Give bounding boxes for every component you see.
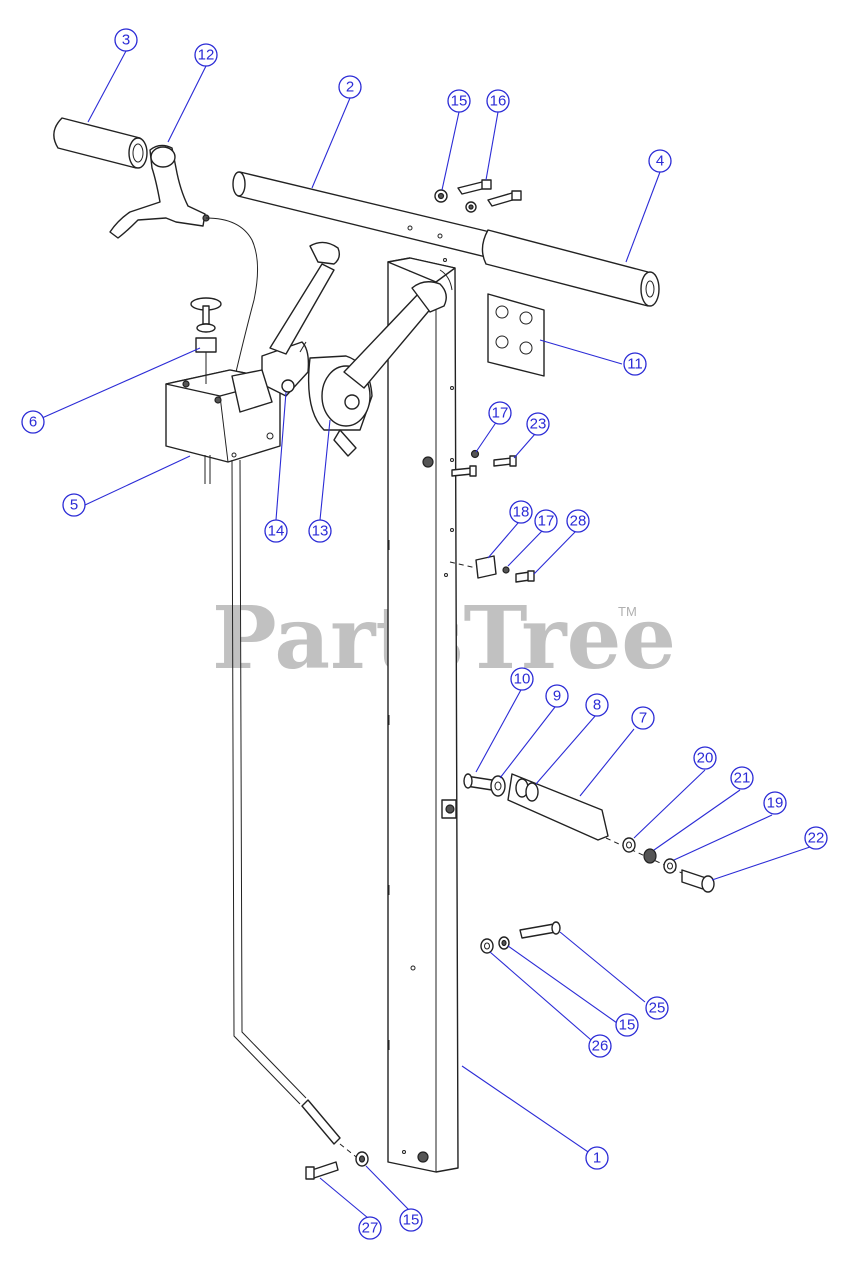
part-6-knob bbox=[190, 297, 222, 384]
callout-label: 10 bbox=[514, 671, 531, 688]
part-1-column bbox=[387, 257, 459, 1173]
callout-17-top: 17 bbox=[488, 401, 512, 425]
callout-8: 8 bbox=[585, 693, 609, 717]
part-4-grip bbox=[481, 229, 660, 307]
callout-5: 5 bbox=[62, 493, 86, 517]
callout-14: 14 bbox=[264, 519, 288, 543]
callout-1: 1 bbox=[585, 1146, 609, 1170]
callout-21: 21 bbox=[730, 766, 754, 790]
callout-10: 10 bbox=[510, 667, 534, 691]
callout-28: 28 bbox=[566, 509, 590, 533]
callout-label: 7 bbox=[639, 710, 647, 727]
callout-label: 21 bbox=[734, 770, 751, 787]
part-11-decal bbox=[487, 293, 545, 377]
callout-label: 27 bbox=[362, 1220, 379, 1237]
callout-label: 5 bbox=[70, 497, 78, 514]
callout-25: 25 bbox=[645, 996, 669, 1020]
hardware-mid bbox=[449, 449, 535, 583]
callout-3: 3 bbox=[114, 28, 138, 52]
callout-label: 15 bbox=[403, 1212, 420, 1229]
callout-15-top: 15 bbox=[447, 89, 471, 113]
watermark-tm: TM bbox=[618, 604, 637, 619]
callout-label: 15 bbox=[451, 93, 468, 110]
callout-6: 6 bbox=[21, 410, 45, 434]
callout-19: 19 bbox=[763, 791, 787, 815]
callout-label: 9 bbox=[553, 688, 561, 705]
callout-12: 12 bbox=[194, 43, 218, 67]
callout-26: 26 bbox=[588, 1034, 612, 1058]
callout-label: 1 bbox=[593, 1150, 601, 1167]
callout-13: 13 bbox=[308, 519, 332, 543]
callout-label: 4 bbox=[656, 153, 664, 170]
callout-label: 22 bbox=[808, 830, 825, 847]
callout-label: 16 bbox=[490, 93, 507, 110]
callout-27: 27 bbox=[358, 1216, 382, 1240]
callout-label: 26 bbox=[592, 1038, 609, 1055]
cable bbox=[231, 459, 361, 1161]
arm-assembly bbox=[463, 773, 685, 875]
hardware-right bbox=[622, 837, 715, 893]
callout-7: 7 bbox=[631, 706, 655, 730]
callout-4: 4 bbox=[648, 149, 672, 173]
callout-label: 23 bbox=[530, 416, 547, 433]
callout-label: 2 bbox=[346, 79, 354, 96]
leader-lines bbox=[32, 50, 811, 1219]
hardware-lower bbox=[480, 921, 561, 954]
callout-label: 11 bbox=[627, 356, 643, 373]
callout-label: 3 bbox=[122, 32, 130, 49]
part-12-lever bbox=[109, 144, 258, 373]
hardware-bottom bbox=[305, 1151, 369, 1180]
part-13-throttle bbox=[307, 281, 447, 457]
callout-9: 9 bbox=[545, 684, 569, 708]
callout-11: 11 bbox=[623, 352, 647, 376]
callout-label: 6 bbox=[29, 414, 37, 431]
callout-20: 20 bbox=[693, 746, 717, 770]
callout-label: 20 bbox=[697, 750, 714, 767]
callout-label: 13 bbox=[312, 523, 329, 540]
callout-22: 22 bbox=[804, 826, 828, 850]
callout-label: 8 bbox=[593, 697, 601, 714]
callout-23: 23 bbox=[526, 412, 550, 436]
parts-15-16-bolts bbox=[434, 179, 522, 213]
callout-17-mid: 17 bbox=[534, 509, 558, 533]
callout-label: 18 bbox=[513, 504, 530, 521]
callout-18: 18 bbox=[509, 500, 533, 524]
callout-15-mid: 15 bbox=[615, 1013, 639, 1037]
callout-label: 19 bbox=[767, 795, 784, 812]
callout-label: 25 bbox=[649, 1000, 666, 1017]
callout-15-bottom: 15 bbox=[399, 1208, 423, 1232]
part-14-throttle-rear bbox=[231, 241, 341, 413]
callout-2: 2 bbox=[338, 75, 362, 99]
part-3-left-grip bbox=[53, 117, 148, 169]
callout-label: 14 bbox=[268, 523, 285, 540]
callout-16: 16 bbox=[486, 89, 510, 113]
callout-label: 28 bbox=[570, 513, 587, 530]
part-2-handlebar bbox=[232, 171, 491, 262]
callout-label: 15 bbox=[619, 1017, 636, 1034]
callout-label: 17 bbox=[538, 513, 555, 530]
callout-label: 17 bbox=[492, 405, 509, 422]
callout-label: 12 bbox=[198, 47, 215, 64]
